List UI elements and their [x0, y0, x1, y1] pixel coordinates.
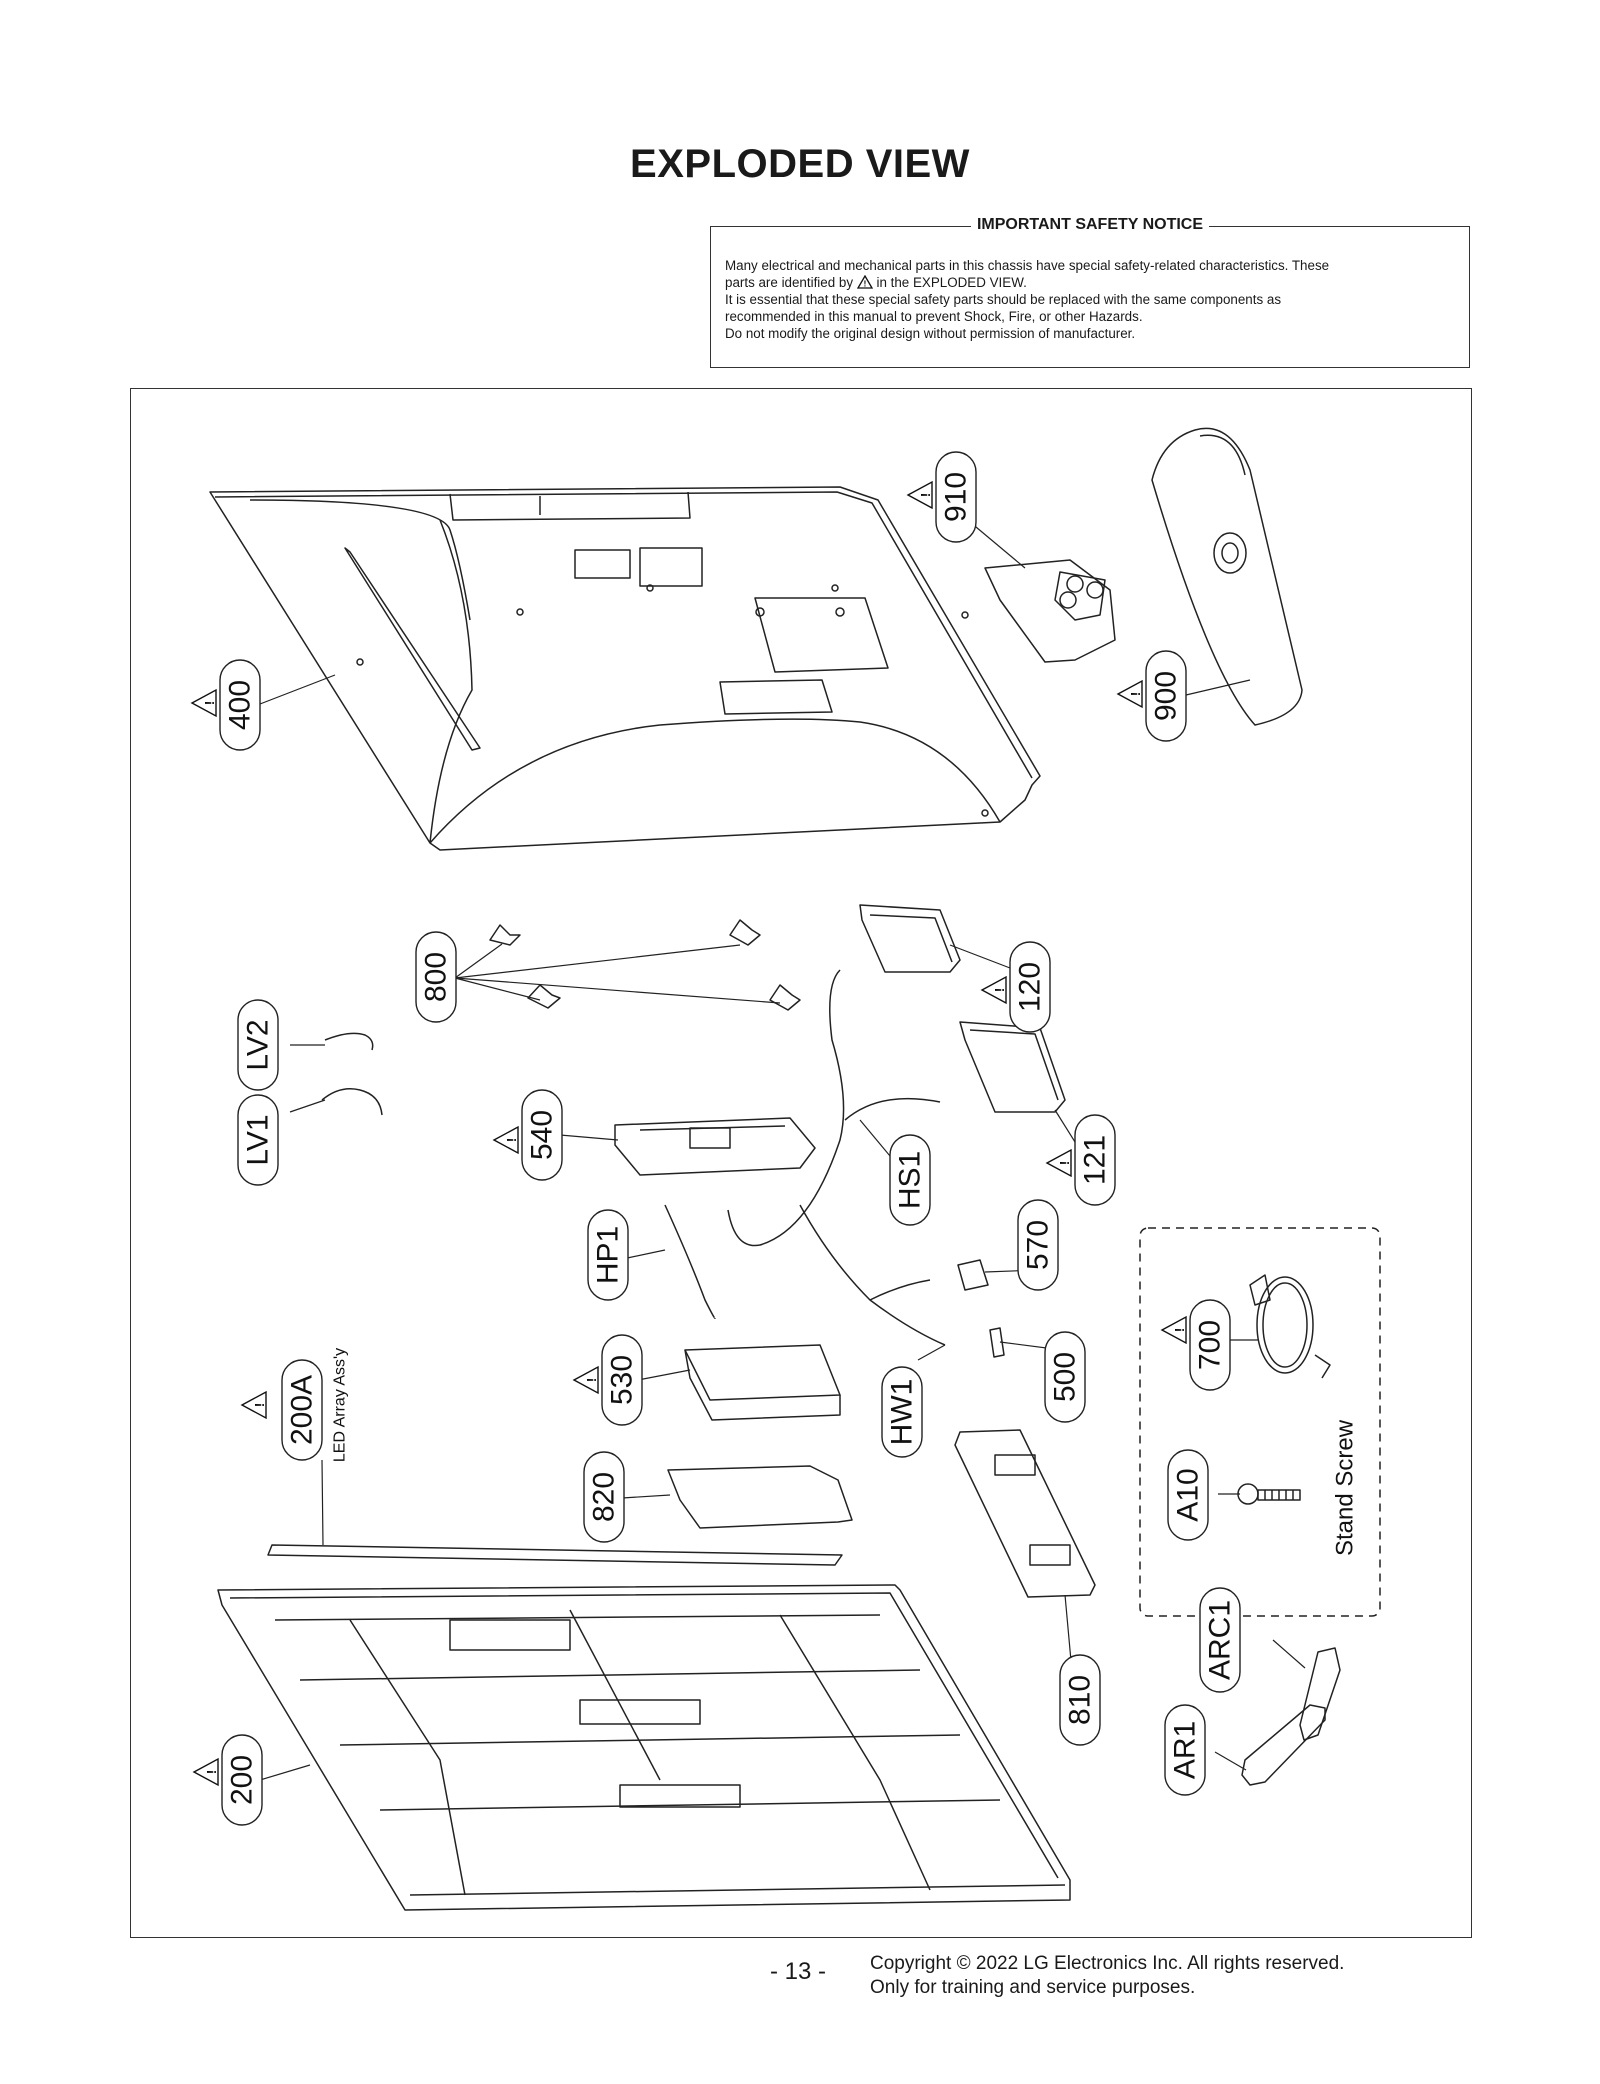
part-labels: 910 900 400 800 120 LV2 LV1 540 121 HS1 … [191, 451, 1359, 1826]
safety-notice-body: Many electrical and mechanical parts in … [725, 257, 1455, 342]
notice-line: parts are identified by ! in the EXPLODE… [725, 275, 1027, 290]
led-array-part [267, 1544, 843, 1566]
label-lv1: LV1 [242, 1114, 275, 1165]
harness-cable [799, 1204, 946, 1346]
harness-cable [869, 1279, 931, 1301]
label-820: 820 [588, 1472, 621, 1522]
accessory-box [1139, 1227, 1381, 1617]
label-400: 400 [224, 680, 257, 730]
stand-body-part [984, 559, 1116, 663]
label-810: 810 [1064, 1675, 1097, 1725]
label-a10: A10 [1172, 1468, 1205, 1521]
back-cover-part [209, 486, 1041, 851]
label-hp1: HP1 [592, 1226, 625, 1284]
bracket-810-part [954, 1429, 1096, 1598]
copyright-line: Only for training and service purposes. [870, 1977, 1196, 1998]
harness-cable [844, 1097, 941, 1121]
harness-cable [727, 969, 845, 1247]
screw-part [1237, 1483, 1301, 1505]
stand-base-part [1151, 427, 1303, 726]
label-lv2: LV2 [242, 1019, 275, 1070]
page-title: EXPLODED VIEW [630, 142, 970, 186]
label-hw1: HW1 [886, 1379, 919, 1446]
label-arc1: ARC1 [1204, 1600, 1237, 1680]
board-530-part [684, 1344, 841, 1421]
panel-module-part [217, 1584, 1071, 1911]
harness-cable [664, 1204, 716, 1319]
warning-triangle-icon [191, 689, 218, 717]
label-800: 800 [420, 952, 453, 1002]
safety-notice-title: IMPORTANT SAFETY NOTICE [970, 216, 1210, 233]
label-900: 900 [1150, 671, 1183, 721]
label-910: 910 [940, 472, 973, 522]
label-540: 540 [526, 1110, 559, 1160]
copyright: Copyright © 2022 LG Electronics Inc. All… [870, 1952, 1344, 2000]
safety-notice-box: IMPORTANT SAFETY NOTICE Many electrical … [710, 216, 1470, 368]
warning-triangle-icon [981, 976, 1008, 1004]
power-board-part [959, 1021, 1066, 1113]
remote-part [1299, 1647, 1341, 1741]
label-led-array: LED Array Ass'y [332, 1348, 349, 1462]
warning-triangle-icon [1161, 1316, 1188, 1344]
remote-part [1241, 1704, 1326, 1786]
svg-text:!: ! [863, 280, 866, 289]
notice-line: It is essential that these special safet… [725, 292, 1282, 307]
cable-part [324, 1032, 374, 1051]
label-530: 530 [606, 1355, 639, 1405]
warning-triangle-icon [573, 1366, 600, 1394]
bracket-part [489, 919, 801, 1011]
warning-triangle-icon [193, 1758, 220, 1786]
page-number: - 13 - [770, 1958, 827, 1985]
power-board-part [859, 904, 961, 973]
label-121: 121 [1079, 1135, 1112, 1185]
label-stand-screw: Stand Screw [1332, 1419, 1359, 1556]
label-120: 120 [1014, 962, 1047, 1012]
power-cord-part [1249, 1274, 1331, 1379]
warning-triangle-icon [241, 1391, 268, 1419]
label-500: 500 [1049, 1352, 1082, 1402]
notice-line: recommended in this manual to prevent Sh… [725, 309, 1143, 324]
label-200a: 200A [286, 1375, 319, 1445]
label-200: 200 [226, 1755, 259, 1805]
warning-triangle-icon [1117, 680, 1144, 708]
small-board-part [989, 1327, 1005, 1358]
label-700: 700 [1194, 1320, 1227, 1370]
sheet-820-part [667, 1465, 853, 1529]
copyright-line: Copyright © 2022 LG Electronics Inc. All… [870, 1953, 1345, 1974]
label-hs1: HS1 [894, 1151, 927, 1209]
diagram-frame [130, 388, 1472, 1938]
small-board-part [957, 1259, 989, 1291]
cable-part [321, 1088, 383, 1116]
label-ar1: AR1 [1169, 1721, 1202, 1779]
warning-triangle-icon [493, 1126, 520, 1154]
warning-triangle-icon [1046, 1149, 1073, 1177]
main-board-part [614, 1117, 816, 1176]
notice-line: Do not modify the original design withou… [725, 326, 1136, 341]
label-570: 570 [1022, 1220, 1055, 1270]
warning-triangle-icon: ! [856, 275, 873, 289]
notice-line: Many electrical and mechanical parts in … [725, 258, 1330, 273]
warning-triangle-icon [907, 481, 934, 509]
